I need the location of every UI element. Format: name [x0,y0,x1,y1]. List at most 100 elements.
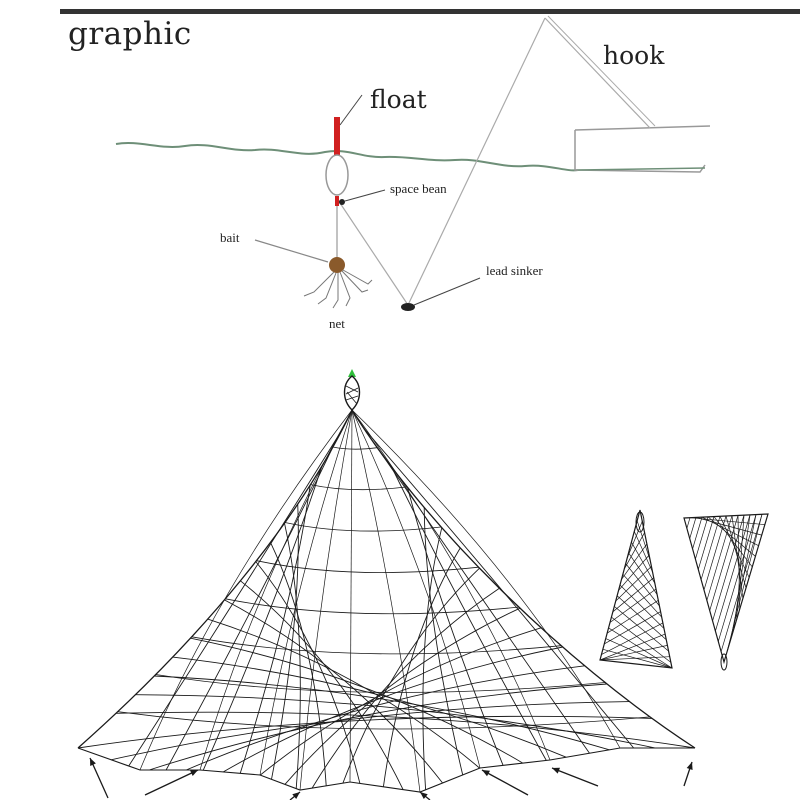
mesh-ring [155,674,606,693]
mesh-radial [299,409,353,791]
small-net-mesh [686,517,691,529]
small-net-mesh [625,563,660,607]
mesh-radial [349,409,353,783]
mesh-line [239,484,311,774]
rig-diagram: graphic hook float space bean [68,15,711,331]
mesh-radial [351,409,421,793]
small-net-mesh [706,515,733,601]
mesh-line [259,627,542,776]
float-label: float [370,85,427,114]
small-net-mesh [709,515,739,611]
mesh-radial [139,409,353,771]
sinker-arrow [551,767,599,787]
cast-net-illustration [77,369,769,800]
small-net-mesh [715,514,751,632]
small-net-mesh [717,514,757,642]
mesh-ring [284,522,442,532]
bait-label: bait [220,230,240,245]
small-net-mesh [606,600,659,634]
mesh-line [186,665,585,771]
mesh-ring [310,484,408,491]
net-top-knot [343,375,361,411]
small-net-mesh [608,627,673,669]
mesh-line [407,487,504,766]
small-net-mesh [697,516,715,570]
sinker-arrow [481,769,529,796]
small-net-mesh [599,645,668,661]
net-hooks [303,269,373,309]
water-surface [115,142,579,172]
sinker-arrowhead [190,770,198,776]
small-net-mesh [633,531,653,573]
mesh-ring [117,711,650,730]
sinker-arrows [89,757,693,800]
sinker-arrowhead [552,767,560,774]
net-hem [77,747,695,793]
sinker-arrow [144,769,199,796]
small-net-mesh [695,516,709,560]
small-net-mesh [726,514,763,652]
mesh-ring [256,560,479,573]
mesh-line [311,587,500,789]
small-net-mesh [622,574,662,618]
mesh-line [284,523,301,789]
mesh-line [128,428,344,767]
mesh-line [149,683,607,771]
hook-label: hook [603,41,665,70]
boat [574,125,711,173]
sinker-arrowhead [482,770,490,777]
small-net-mesh [689,517,697,539]
small-net-mesh [602,648,673,669]
small-net-mesh [725,515,747,589]
mesh-ring [191,636,562,655]
mesh-ring [225,598,519,615]
mesh-radial [351,409,481,769]
small-net-knot [720,653,728,671]
small-net-mesh [615,566,652,602]
space-bean-pointer [344,189,386,202]
mesh-line [284,607,521,785]
diagram-title: graphic [68,16,192,52]
mesh-line [377,447,590,754]
sinker-arrowhead [420,792,428,799]
small-net-mesh [712,515,745,621]
mesh-line [202,465,323,771]
net-top-marker [348,369,356,377]
small-net-open [683,513,769,671]
small-net-mesh [599,656,670,661]
sinker-arrowhead [292,792,300,799]
mesh-line [111,701,630,761]
small-net-mesh [737,515,741,610]
small-net-mesh [631,541,656,584]
small-net-knot [635,511,645,533]
small-net-mesh [614,606,669,652]
small-net-mesh [599,633,666,661]
small-net-mesh [621,543,648,580]
lead-sinker [401,303,415,311]
lead-sinker-pointer [413,277,481,306]
float-pointer [339,94,363,126]
mesh-line [255,561,361,784]
sinker-arrowhead [90,758,96,766]
mesh-line [422,527,443,790]
top-border [60,9,800,14]
small-net-mesh [605,638,673,669]
fishing-line [407,17,546,306]
mesh-line [135,694,655,749]
space-bean [339,199,345,205]
mesh-radial [351,409,551,761]
mesh-line [223,646,563,773]
mesh-line [190,637,524,764]
small-net-mesh [616,595,667,641]
small-net-mesh [611,616,672,663]
small-net-mesh [601,622,664,655]
net-left-edge [77,409,353,749]
small-net-mesh [623,532,645,570]
leader-line [337,199,409,306]
small-net-mesh [720,514,763,652]
mesh-line [342,567,480,784]
small-net-mesh [636,520,651,561]
small-net-mesh [703,515,727,591]
small-net-closed [599,509,673,669]
